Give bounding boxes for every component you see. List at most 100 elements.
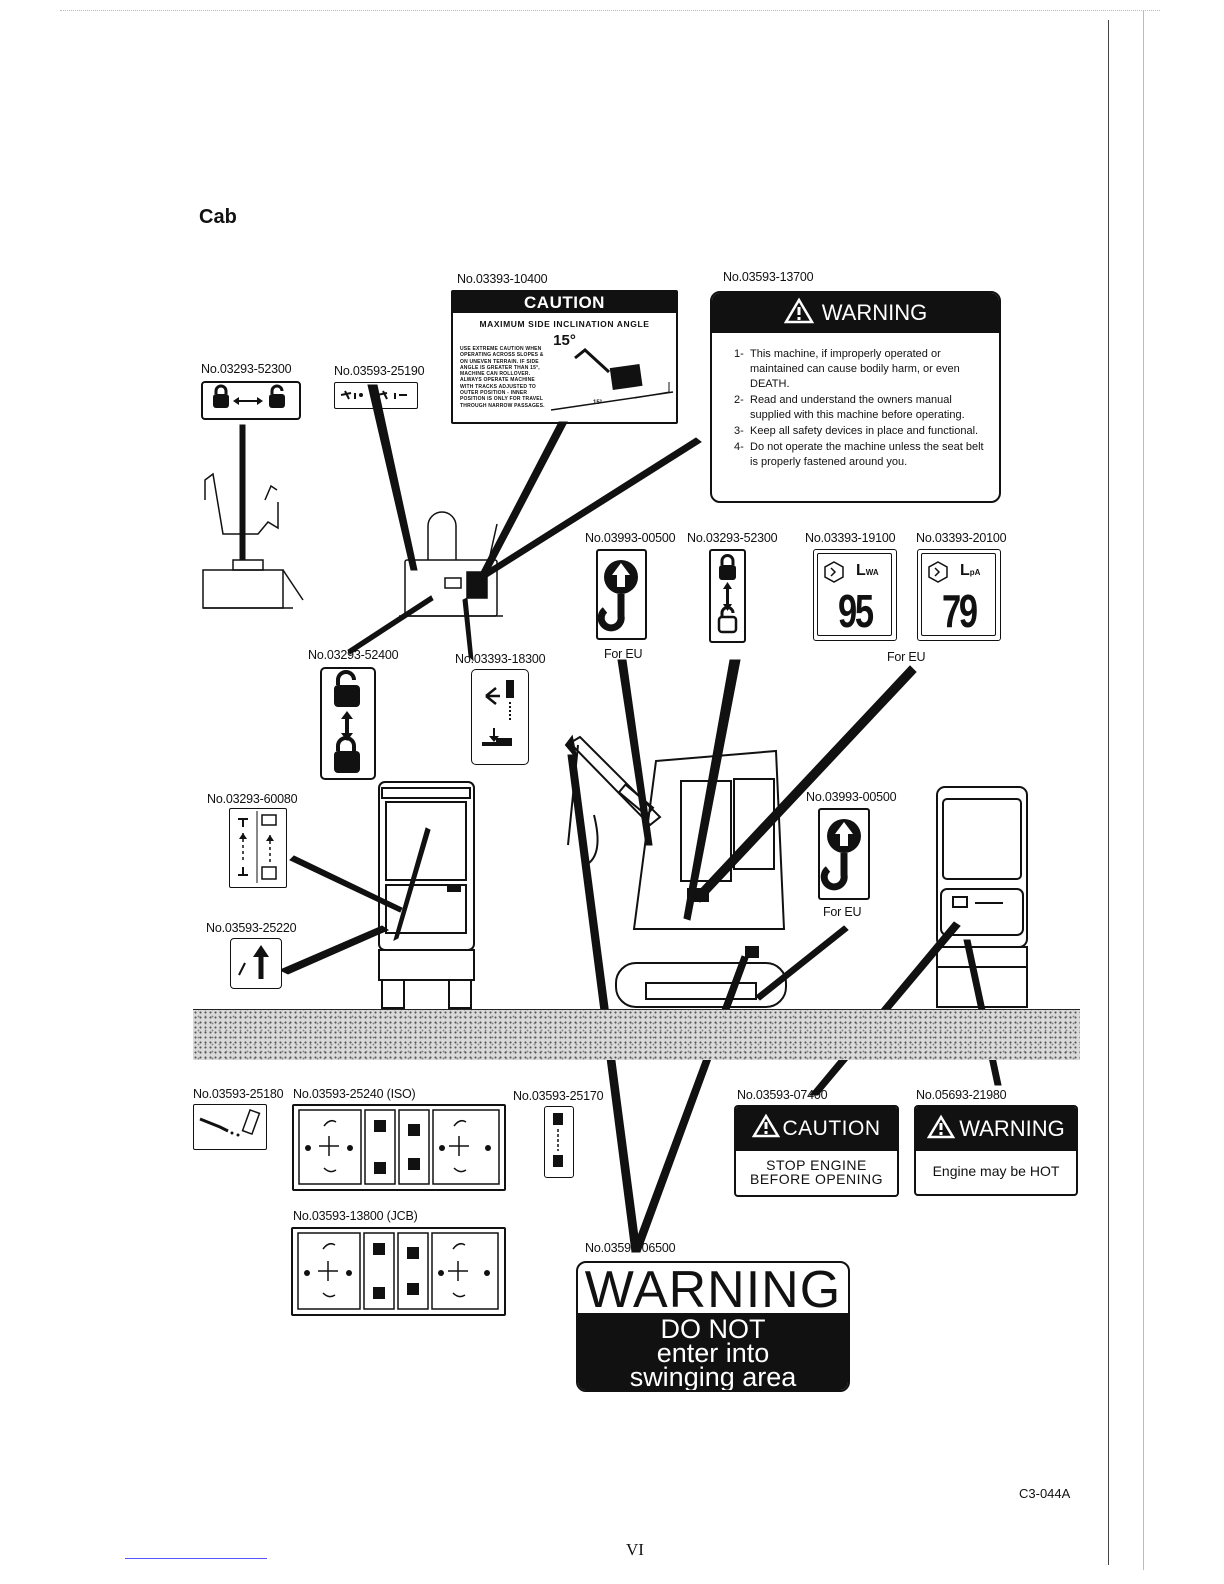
for-eu-note: For EU — [887, 650, 926, 664]
ground-hatch — [193, 1010, 1080, 1060]
part-number: No.03293-60080 — [207, 792, 298, 806]
ground-line — [193, 1009, 1080, 1010]
general-warning-decal: WARNING 1-This machine, if improperly op… — [710, 291, 1001, 503]
part-number: No.03593-25180 — [193, 1087, 284, 1101]
alert-triangle-icon — [751, 1113, 780, 1138]
hook-lift-decal — [596, 549, 647, 640]
slope-angle-label: 15° — [593, 400, 603, 406]
control-pattern-icon — [238, 811, 277, 883]
front-cab-view — [378, 781, 475, 1009]
document-code: C3-044A — [1019, 1486, 1071, 1501]
lock-exchange-icon — [213, 384, 285, 408]
swing-area-warning-decal: WARNING DO NOT enter into swinging area — [576, 1261, 850, 1392]
part-number: No.03593-25220 — [206, 921, 297, 935]
list-item: 1-This machine, if improperly operated o… — [734, 348, 960, 390]
right-margin-rule — [1108, 20, 1109, 1565]
part-number: No.03393-18300 — [455, 652, 546, 666]
part-number: No.03993-00500 — [806, 790, 897, 804]
jcb-pattern-decal — [291, 1227, 506, 1316]
sound-power-inner-frame: LWA 95 — [817, 553, 892, 637]
part-number: No.03293-52300 — [201, 362, 292, 376]
control-lever-decal — [229, 808, 287, 888]
footer-rule — [125, 1558, 267, 1559]
part-number: No.03593-06500 — [585, 1241, 676, 1255]
part-number: No.03993-00500 — [585, 531, 676, 545]
lock-unlock-decal — [709, 549, 746, 643]
part-number: No.03293-52300 — [687, 531, 778, 545]
lever-icon — [238, 945, 269, 979]
part-number: No.03593-13700 — [723, 270, 814, 284]
caution-header: CAUTION — [736, 1107, 897, 1151]
sound-power-decal: LWA 95 — [813, 549, 897, 641]
swing-warning-line3: swinging area — [629, 1362, 797, 1392]
boom-swing-decal — [193, 1104, 267, 1150]
rear-door-view — [936, 786, 1028, 1008]
lock-lever-decal — [320, 667, 376, 780]
lever-icon — [482, 680, 514, 746]
alert-triangle-icon — [927, 1114, 956, 1139]
side-seat-view — [202, 472, 304, 609]
stop-engine-line2: BEFORE OPENING — [749, 1171, 884, 1187]
hook-lift-icon — [597, 560, 638, 632]
iso-pattern-decal — [292, 1104, 506, 1191]
engine-hot-warning-decal: WARNING Engine may be HOT — [914, 1105, 1078, 1196]
lock-exchange-decal — [201, 381, 301, 420]
angle-value: 15° — [553, 332, 576, 349]
warning-header: WARNING — [916, 1107, 1076, 1151]
part-number: No.03393-20100 — [916, 531, 1007, 545]
for-eu-note: For EU — [823, 905, 862, 919]
control-pattern-icon — [297, 1232, 499, 1310]
list-item: 2-Read and understand the owners manual … — [734, 394, 965, 421]
control-pattern-icon — [340, 390, 407, 400]
hook-lift-decal — [818, 808, 870, 900]
sound-pressure-decal: LpA 79 — [917, 549, 1001, 641]
lwa-value: 95 — [838, 585, 874, 637]
list-item: 4-Do not operate the machine unless the … — [734, 441, 984, 468]
side-inclination-caution-decal: CAUTION MAXIMUM SIDE INCLINATION ANGLE 1… — [451, 290, 678, 424]
sound-pressure-inner-frame: LpA 79 — [921, 553, 996, 637]
for-eu-note: For EU — [604, 647, 643, 661]
caution-subheader: MAXIMUM SIDE INCLINATION ANGLE — [479, 319, 650, 329]
part-number: No.03293-52400 — [308, 648, 399, 662]
part-number: No.03593-25190 — [334, 364, 425, 378]
noise-level-icon — [928, 561, 948, 583]
lock-unlock-icon — [334, 670, 360, 773]
part-number: No.05693-21980 — [916, 1088, 1007, 1102]
part-number: No.03393-19100 — [805, 531, 896, 545]
swing-warning-line1: DO NOT — [660, 1314, 766, 1344]
part-number: No.03593-07400 — [737, 1088, 828, 1102]
part-number: No.03393-10400 — [457, 272, 548, 286]
warning-header: WARNING — [712, 293, 999, 333]
travel-lever-decal — [471, 669, 529, 765]
swing-warning-body: DO NOT enter into swinging area — [578, 1313, 848, 1392]
part-number: No.03593-25170 — [513, 1089, 604, 1103]
lpa-value: 79 — [942, 585, 978, 637]
right-margin-rule-faint — [1143, 10, 1144, 1570]
caution-header: CAUTION — [453, 292, 676, 313]
alert-triangle-icon — [783, 297, 814, 324]
control-pattern-icon — [298, 1109, 500, 1185]
warning-header-text: WARNING — [821, 300, 928, 325]
part-number: No.03593-25240 (ISO) — [293, 1087, 416, 1101]
lock-unlock-icon — [717, 554, 738, 634]
blade-lever-decal — [544, 1106, 574, 1178]
page-number: VI — [626, 1540, 644, 1559]
noise-level-icon — [824, 561, 844, 583]
lever-icon — [199, 1108, 261, 1137]
list-item: 3-Keep all safety devices in place and f… — [734, 425, 979, 437]
lever-icon — [553, 1113, 563, 1167]
throttle-decal — [230, 938, 282, 989]
stop-engine-line1: STOP ENGINE — [766, 1157, 867, 1173]
caution-body-text: USE EXTREME CAUTION WHEN OPERATING ACROS… — [460, 346, 545, 409]
top-scan-edge — [60, 10, 1160, 11]
hook-lift-icon — [820, 819, 861, 891]
lwa-label: LWA — [856, 562, 879, 579]
machine-illustration — [202, 384, 702, 662]
engine-hot-text: Engine may be HOT — [932, 1163, 1060, 1179]
excavator-slope-icon — [550, 348, 674, 411]
stop-engine-caution-decal: CAUTION STOP ENGINE BEFORE OPENING — [734, 1105, 899, 1197]
part-number: No.03593-13800 (JCB) — [293, 1209, 418, 1223]
swing-warning-header: WARNING — [584, 1261, 842, 1319]
warning-list: 1-This machine, if improperly operated o… — [712, 347, 999, 470]
leader-lines — [239, 384, 702, 662]
